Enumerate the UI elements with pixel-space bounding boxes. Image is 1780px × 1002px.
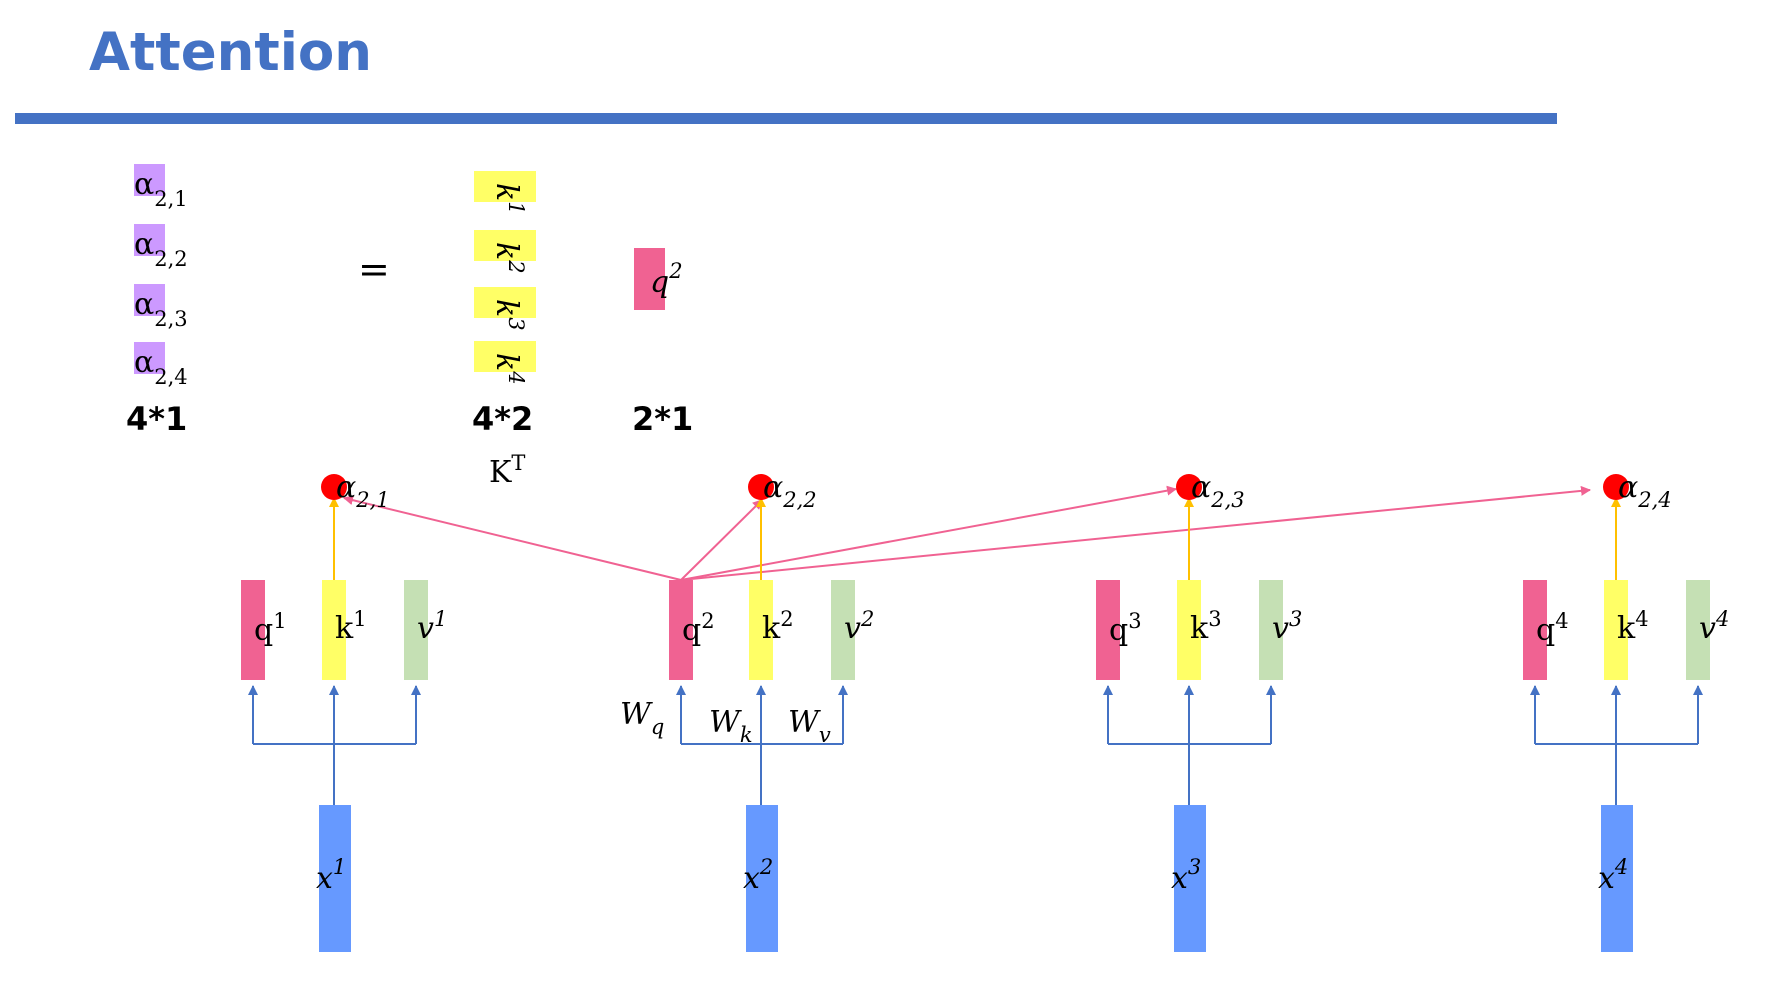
v-label-3: v3	[1272, 607, 1302, 646]
attention-arrow-1	[343, 495, 682, 581]
alpha-box-4	[134, 342, 165, 374]
alpha-label-4: α2,4	[134, 345, 188, 389]
token-group-3: q3 k3 v3 x3 α2,3	[1096, 470, 1302, 952]
input-bar-4	[1601, 805, 1633, 952]
alpha-dot-2	[748, 474, 774, 500]
query-vector: q2 2*1	[632, 248, 693, 438]
k-label-1: k1	[335, 607, 367, 646]
query-bar-4	[1523, 580, 1547, 680]
key-row-1	[474, 171, 536, 202]
v-label-1: v1	[417, 607, 447, 646]
alpha-box-2	[134, 224, 165, 256]
key-row-3	[474, 287, 536, 318]
alpha-label-3: α2,3	[134, 287, 188, 331]
attention-arrow-4	[680, 485, 1591, 581]
key-row-label-3: k3	[489, 299, 528, 331]
alpha-dim-label: 4*1	[126, 400, 187, 438]
query-bar-3	[1096, 580, 1120, 680]
alpha-dot-label-4: α2,4	[1618, 470, 1672, 512]
x-label-4: x4	[1598, 855, 1628, 896]
input-bar-1	[319, 805, 351, 952]
weight-label-v: Wv	[788, 705, 831, 747]
x-label-3: x3	[1171, 855, 1201, 896]
weight-label-k: Wk	[709, 705, 753, 747]
alpha-label-1: α2,1	[134, 167, 188, 211]
q-label-4: q4	[1536, 609, 1569, 648]
key-matrix-name: KT	[489, 451, 525, 490]
query-bar-1	[241, 580, 265, 680]
key-dim-label: 4*2	[472, 400, 533, 438]
alpha-label-2: α2,2	[134, 227, 188, 271]
x-label-1: x1	[316, 855, 346, 896]
k-label-4: k4	[1617, 607, 1649, 646]
key-bar-1	[322, 580, 346, 680]
alpha-dot-label-2: α2,2	[763, 470, 817, 512]
k-label-3: k3	[1190, 607, 1222, 646]
title-underline	[15, 113, 1557, 124]
alpha-box-3	[134, 284, 165, 316]
x-label-2: x2	[743, 855, 773, 896]
value-bar-1	[404, 580, 428, 680]
attention-arrow-3	[680, 485, 1177, 581]
key-bar-4	[1604, 580, 1628, 680]
token-group-1: q1 k1 v1 x1 α2,1	[241, 470, 447, 952]
alpha-dot-1	[321, 474, 347, 500]
token-group-2: q2 k2 v2 x2 α2,2 Wq Wk Wv	[620, 470, 874, 952]
input-bar-2	[746, 805, 778, 952]
attention-arrows	[343, 485, 1591, 581]
alpha-dot-3	[1176, 474, 1202, 500]
value-bar-4	[1686, 580, 1710, 680]
v-label-4: v4	[1699, 607, 1729, 646]
alpha-dot-4	[1603, 474, 1629, 500]
input-bar-3	[1174, 805, 1206, 952]
key-row-2	[474, 230, 536, 261]
k-label-2: k2	[762, 607, 794, 646]
weight-label-q: Wq	[620, 697, 664, 739]
q-label-2: q2	[682, 609, 715, 648]
query-dim-label: 2*1	[632, 400, 693, 438]
q-label-3: q3	[1109, 609, 1142, 648]
query-label: q2	[650, 259, 683, 300]
token-group-4: q4 k4 v4 x4 α2,4	[1523, 470, 1729, 952]
key-row-label-4: k4	[489, 353, 528, 385]
equals-sign: =	[358, 247, 390, 291]
key-row-4	[474, 341, 536, 372]
value-bar-2	[831, 580, 855, 680]
value-bar-3	[1259, 580, 1283, 680]
alpha-vector: α2,1 α2,2 α2,3 α2,4 4*1	[126, 164, 188, 438]
attention-arrow-2	[680, 499, 763, 581]
v-label-2: v2	[844, 607, 874, 646]
query-bar-2	[669, 580, 693, 680]
slide-title: Attention	[89, 22, 373, 83]
key-bar-2	[749, 580, 773, 680]
alpha-dot-label-1: α2,1	[336, 470, 390, 512]
q-label-1: q1	[254, 609, 287, 648]
key-matrix: k1 k2 k3 k4 4*2 KT	[472, 171, 536, 490]
alpha-box-1	[134, 164, 165, 196]
alpha-dot-label-3: α2,3	[1191, 470, 1245, 512]
query-box	[634, 248, 665, 310]
key-row-label-2: k2	[489, 242, 528, 274]
key-bar-3	[1177, 580, 1201, 680]
key-row-label-1: k1	[489, 183, 528, 215]
